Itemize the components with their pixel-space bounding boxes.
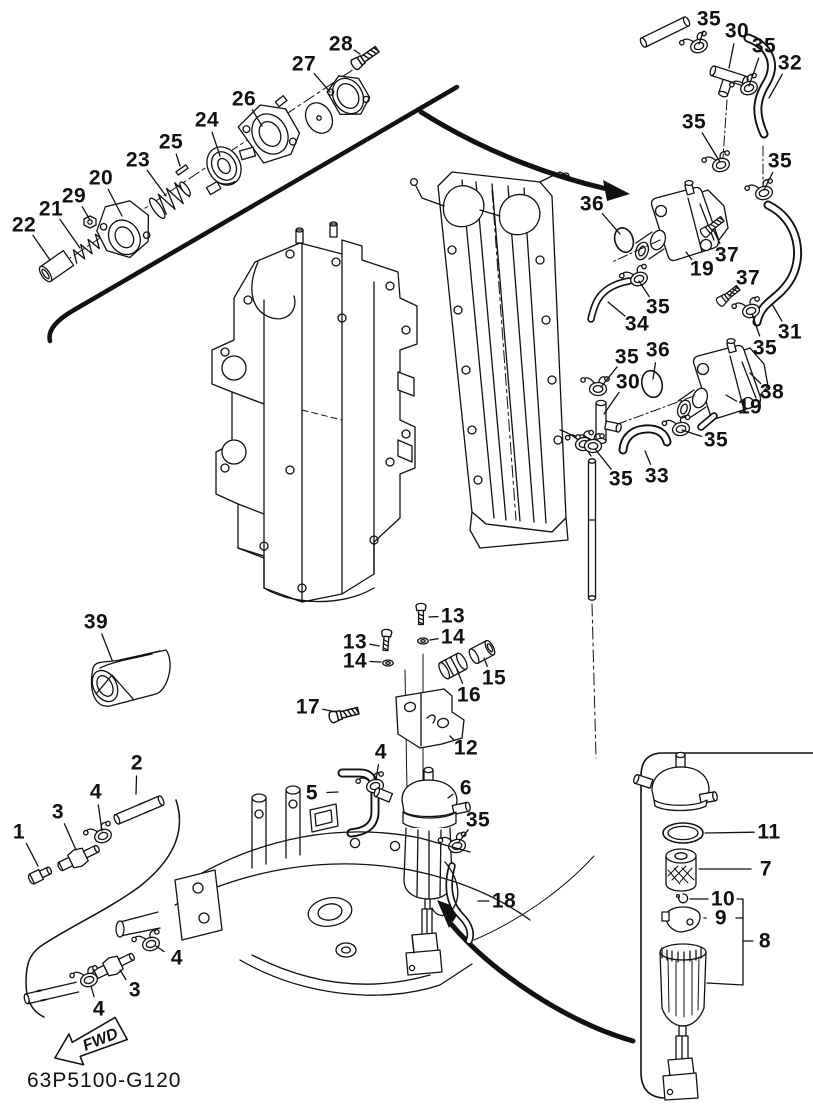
fuel-pipe-drawing <box>564 429 597 759</box>
fwd-arrow-icon <box>54 1016 129 1066</box>
fuel-pump-top-assembly-drawing <box>587 16 803 327</box>
diagram-code: 63P5100-G120 <box>27 1069 182 1092</box>
apron-drawing <box>23 785 531 1005</box>
partition-line-bottom-left <box>25 799 181 1018</box>
fuel-filter-drawing <box>337 766 475 976</box>
fuel-line-guide <box>473 855 595 941</box>
detail-panel-outline <box>640 752 813 1099</box>
relief-valve-exploded-drawing <box>38 43 382 283</box>
engine-block-drawing <box>211 221 418 603</box>
filter-exploded-panel-drawing <box>633 751 754 1101</box>
leader-lines <box>25 30 783 998</box>
partition-line-top-left <box>47 84 460 344</box>
detail-arrow-top <box>418 109 630 201</box>
fuel-pump-mid-assembly-drawing <box>575 283 769 455</box>
silencer-drawing <box>90 649 171 707</box>
cylinder-head-drawing <box>409 171 592 549</box>
fuel-connector-upper-drawing <box>27 795 165 885</box>
bracket-fasteners-drawing <box>327 602 496 793</box>
fwd-arrow: FWD <box>54 1016 129 1066</box>
